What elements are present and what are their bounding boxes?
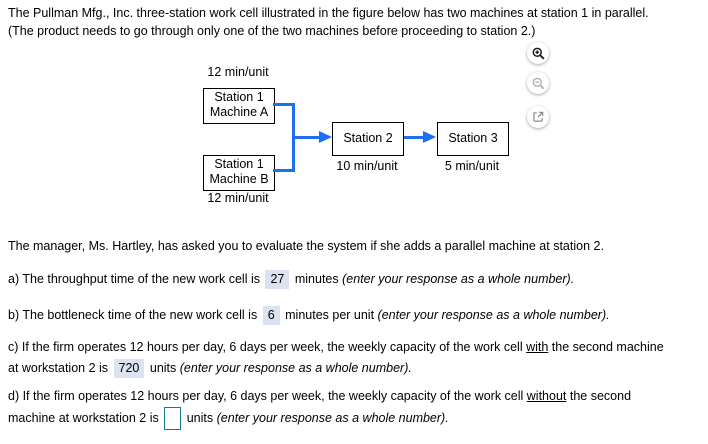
- zoom-out-button[interactable]: [527, 72, 549, 94]
- question-d-text3: machine at workstation 2 is: [8, 410, 159, 425]
- station2-label: Station 2: [343, 131, 393, 145]
- open-external-button[interactable]: [527, 106, 549, 128]
- question-b-note: (enter your response as a whole number).: [377, 308, 610, 322]
- question-d-text2: the second: [569, 389, 632, 403]
- machine-a-rate-label: 12 min/unit: [207, 65, 269, 79]
- station1-machine-b-box: Station 1 Machine B: [203, 155, 275, 191]
- question-c-text3: at workstation 2 is: [8, 361, 109, 375]
- question-c-line2: at workstation 2 is 720 units (enter you…: [8, 358, 412, 379]
- answer-field-b[interactable]: 6: [262, 306, 280, 326]
- question-c-line1: c) If the firm operates 12 hours per day…: [8, 337, 664, 358]
- question-a-text: a) The throughput time of the new work c…: [8, 272, 260, 286]
- station1-machine-b-line1: Station 1: [214, 157, 264, 171]
- station3-rate-label: 5 min/unit: [444, 159, 500, 173]
- question-d-line2: machine at workstation 2 is units (enter…: [8, 407, 449, 430]
- connector-machine-a: [273, 103, 295, 106]
- answer-field-c[interactable]: 720: [113, 359, 145, 379]
- answer-field-a[interactable]: 27: [265, 270, 290, 290]
- question-b-text: b) The bottleneck time of the new work c…: [8, 308, 258, 322]
- problem-statement: The Pullman Mfg., Inc. three-station wor…: [8, 4, 649, 40]
- problem-statement-line2: (The product needs to go through only on…: [8, 24, 536, 38]
- question-d-text1: d) If the firm operates 12 hours per day…: [8, 389, 524, 403]
- question-b: b) The bottleneck time of the new work c…: [8, 305, 610, 326]
- question-b-unit: minutes per unit: [285, 308, 375, 322]
- question-d-underlined-word: without: [526, 389, 567, 403]
- question-a-unit: minutes: [294, 272, 339, 286]
- connector-machine-b: [273, 169, 295, 172]
- zoom-out-icon: [531, 76, 546, 91]
- arrow-to-station3-shaft: [403, 136, 423, 139]
- question-c-note: (enter your response as a whole number).: [179, 361, 412, 375]
- station1-machine-a-line2: Machine A: [209, 105, 269, 119]
- station1-machine-a-line1: Station 1: [214, 90, 264, 104]
- arrow-to-station2-head: [319, 131, 332, 143]
- question-c-unit: units: [149, 361, 177, 375]
- question-d-unit: units: [186, 410, 214, 425]
- question-d-note: (enter your response as a whole number).: [216, 410, 449, 425]
- open-in-new-icon: [531, 110, 545, 124]
- station1-machine-a-box: Station 1 Machine A: [203, 88, 275, 124]
- station1-machine-b-line2: Machine B: [209, 172, 269, 186]
- arrow-to-station3-head: [423, 131, 436, 143]
- question-a: a) The throughput time of the new work c…: [8, 269, 574, 290]
- station3-box: Station 3: [437, 122, 509, 156]
- question-c-text2: the second machine: [551, 340, 664, 354]
- manager-statement: The manager, Ms. Hartley, has asked you …: [8, 239, 604, 253]
- zoom-in-button[interactable]: [527, 42, 549, 64]
- station2-box: Station 2: [332, 122, 404, 156]
- zoom-in-icon: [531, 46, 546, 61]
- arrow-to-station2-shaft: [292, 136, 319, 139]
- answer-input-d[interactable]: [164, 407, 182, 430]
- question-a-note: (enter your response as a whole number).: [342, 272, 575, 286]
- machine-b-rate-label: 12 min/unit: [207, 191, 269, 205]
- question-c-text1: c) If the firm operates 12 hours per day…: [8, 340, 523, 354]
- station2-rate-label: 10 min/unit: [336, 159, 398, 173]
- question-d-line1: d) If the firm operates 12 hours per day…: [8, 386, 631, 407]
- problem-statement-line1: The Pullman Mfg., Inc. three-station wor…: [8, 6, 649, 20]
- question-c-underlined-word: with: [526, 340, 549, 354]
- station3-label: Station 3: [448, 131, 498, 145]
